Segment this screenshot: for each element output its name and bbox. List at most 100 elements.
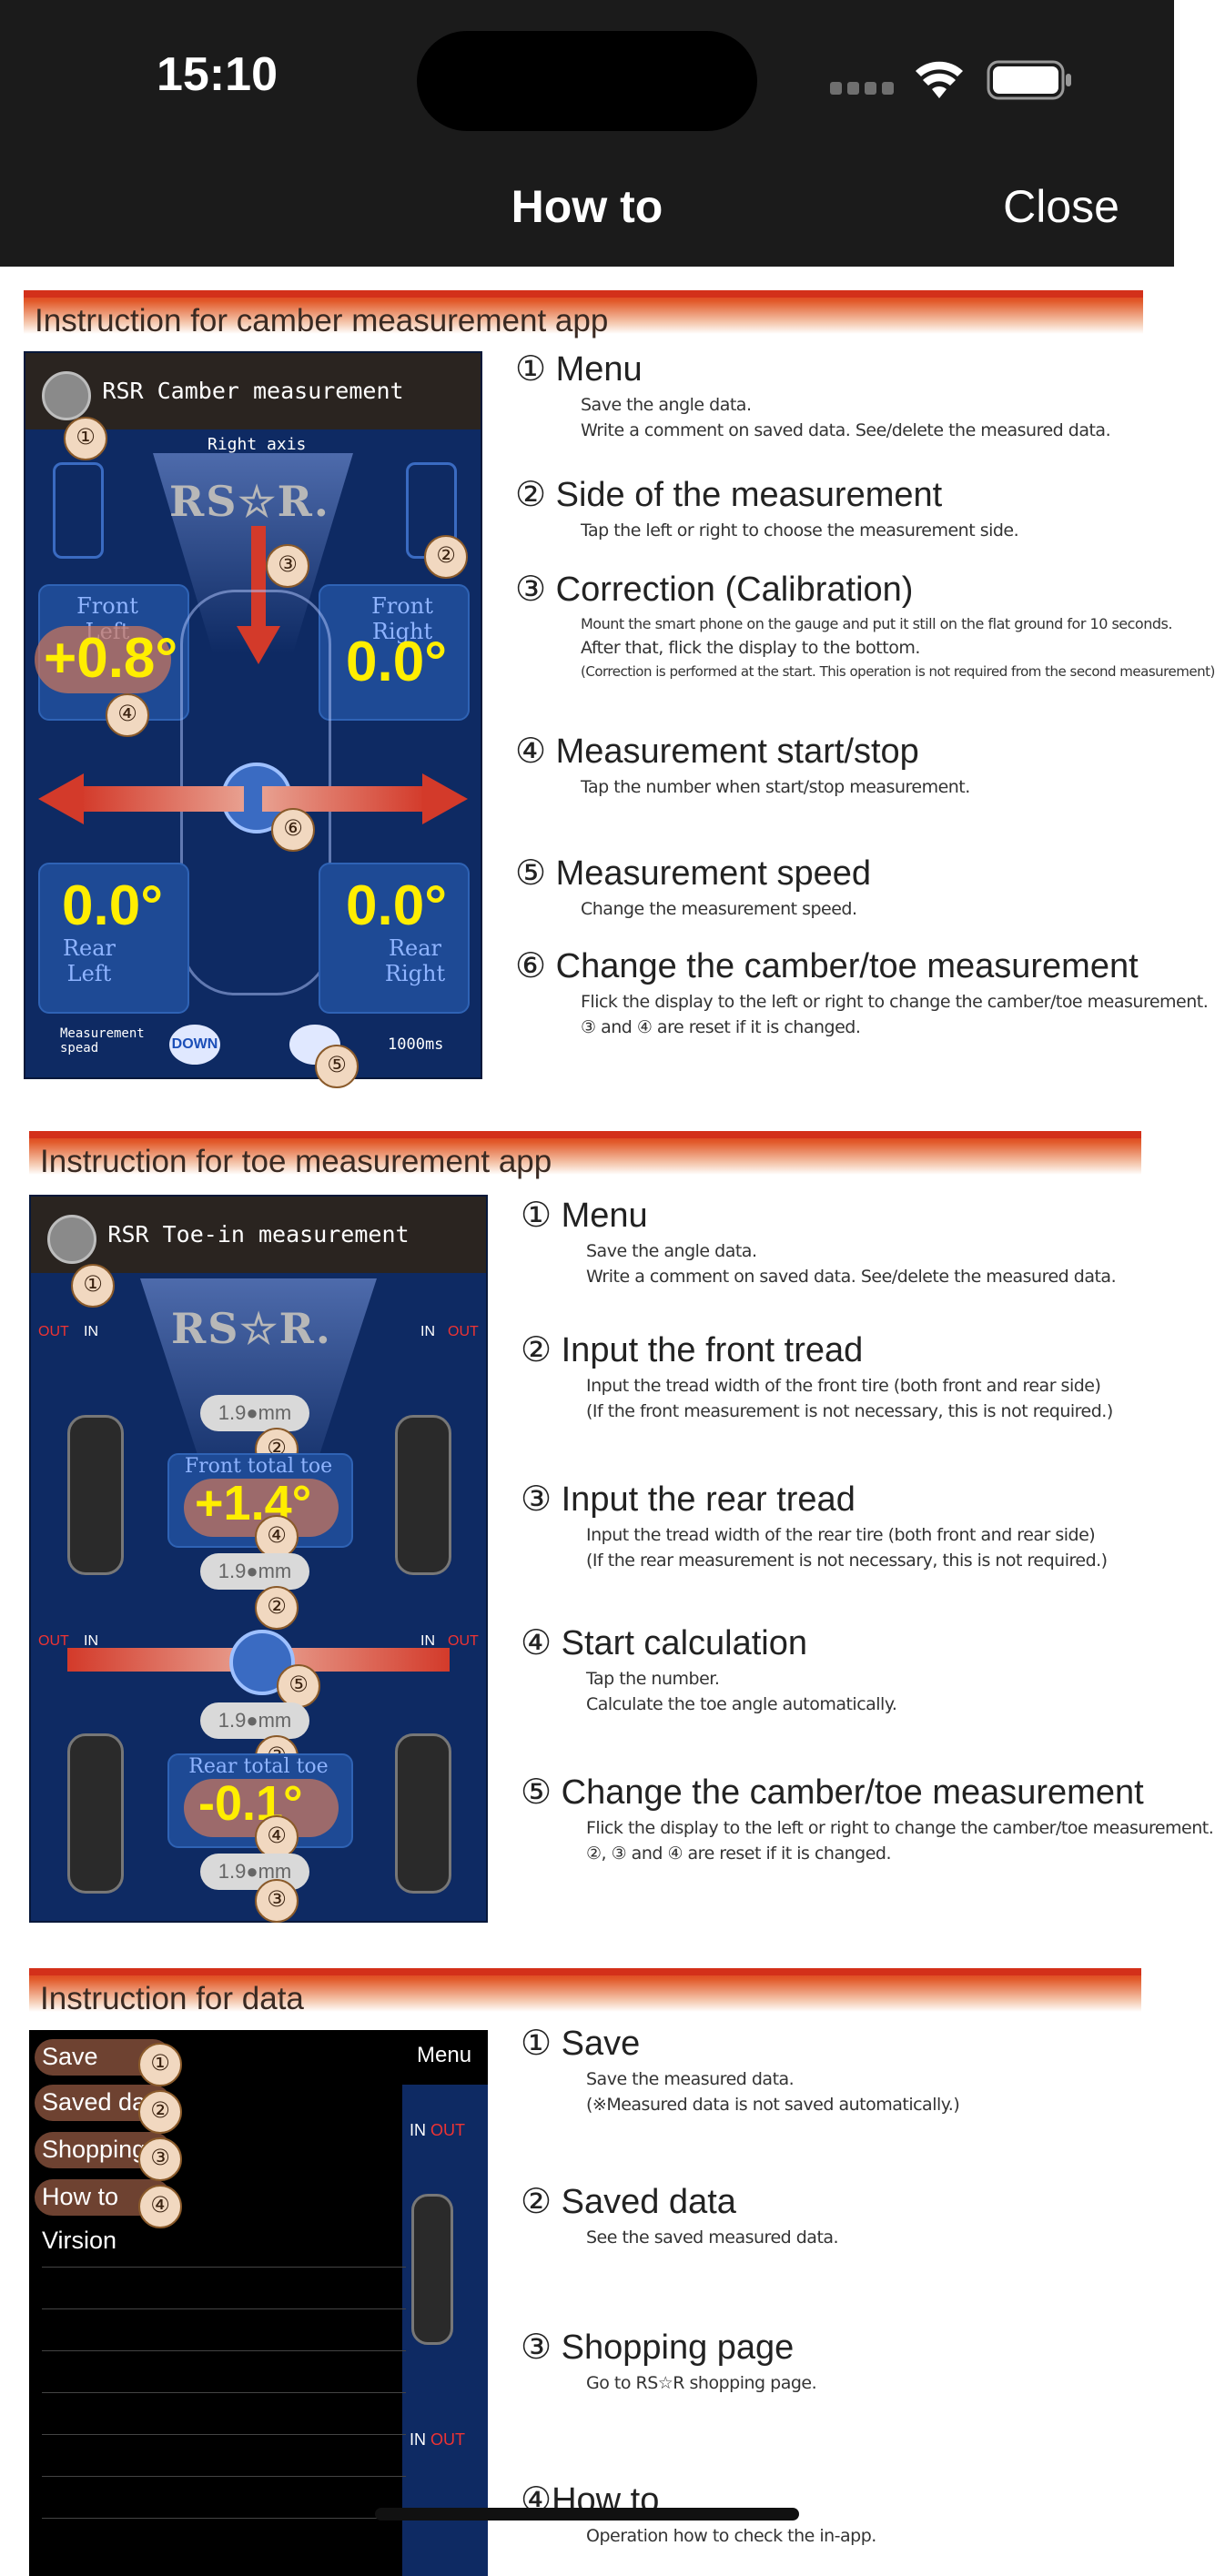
wifi-icon — [916, 61, 963, 98]
menu-item-how-to: How to — [42, 2183, 119, 2210]
data-item-4-line-1: Operation how to check the in-app. — [586, 2526, 876, 2546]
menu-icon — [47, 1215, 96, 1264]
camber-item-1-line-2: Write a comment on saved data. See/delet… — [581, 420, 1111, 440]
callout-4: ④ — [138, 2185, 182, 2228]
right-arrow-head — [422, 773, 468, 824]
camber-section-title: Instruction for camber measurement app — [35, 303, 609, 338]
camber-item-5-line-1: Change the measurement speed. — [581, 899, 857, 919]
right-arrow-red — [262, 786, 426, 812]
toe-item-3: ③ Input the rear tread Input the tread w… — [521, 1479, 1108, 1571]
callout-6: ⑥ — [271, 808, 315, 852]
data-menu-screenshot: Menu IN OUT IN OUT Save Saved data Shopp… — [29, 2030, 488, 2576]
data-item-2-line-1: See the saved measured data. — [586, 2227, 839, 2248]
data-item-3: ③ Shopping page Go to RS☆R shopping page… — [521, 2327, 817, 2393]
in-out-labels-top: IN OUT — [410, 2121, 466, 2139]
camber-item-6-line-2: ③ and ④ are reset if it is changed. — [581, 1017, 861, 1037]
toe-item-3-line-1: Input the tread width of the rear tire (… — [586, 1525, 1096, 1545]
data-section-header: Instruction for data — [29, 1968, 1141, 2016]
callout-5: ⑤ — [315, 1045, 359, 1088]
camber-item-3-line-2: After that, flick the display to the bot… — [581, 638, 920, 658]
rear-left-label: Rear Left — [62, 935, 116, 986]
speed-down-button: DOWN — [169, 1025, 220, 1065]
data-item-1-line-2: (※Measured data is not saved automatical… — [586, 2095, 960, 2115]
home-indicator[interactable] — [375, 2508, 799, 2520]
menu-divider — [42, 2392, 406, 2393]
toe-item-1-title: ① Menu — [521, 1197, 648, 1235]
toe-item-5-line-1: Flick the display to the left or right t… — [586, 1818, 1214, 1838]
camber-item-3: ③ Correction (Calibration) Mount the sma… — [515, 569, 1215, 680]
front-right-box — [319, 584, 470, 721]
camber-item-6: ⑥ Change the camber/toe measurement Flic… — [515, 945, 1209, 1037]
rear-left-in-label: IN — [84, 1633, 98, 1649]
how-to-image-content[interactable]: Instruction for camber measurement app R… — [0, 267, 1215, 2576]
data-item-1: ① Save Save the measured data. (※Measure… — [521, 2023, 960, 2115]
callout-4: ④ — [255, 1515, 299, 1559]
data-item-1-title: ① Save — [521, 2025, 641, 2063]
camber-item-5: ⑤ Measurement speed Change the measureme… — [515, 853, 871, 919]
toe-item-2-line-1: Input the tread width of the front tire … — [586, 1376, 1101, 1396]
camber-item-1-title: ① Menu — [515, 350, 643, 389]
camber-section-header: Instruction for camber measurement app — [24, 290, 1143, 338]
toe-app-screenshot: RSR Toe-in measurement ① RS☆R. OUT IN IN… — [29, 1195, 488, 1923]
data-item-2: ② Saved data See the saved measured data… — [521, 2181, 839, 2248]
camber-item-1-line-1: Save the angle data. — [581, 395, 752, 415]
callout-4: ④ — [255, 1815, 299, 1859]
front-right-value: 0.0° — [346, 631, 447, 693]
callout-3: ③ — [255, 1879, 299, 1923]
toe-item-4-line-2: Calculate the toe angle automatically. — [586, 1694, 897, 1714]
toe-item-2-line-2: (If the front measurement is not necessa… — [586, 1401, 1113, 1421]
data-item-3-line-1: Go to RS☆R shopping page. — [586, 2373, 817, 2393]
toe-section-title: Instruction for toe measurement app — [40, 1144, 552, 1179]
toe-item-1-line-1: Save the angle data. — [586, 1241, 757, 1261]
rear-right-out-label: OUT — [448, 1633, 479, 1649]
toe-screen-title: RSR Toe-in measurement — [31, 1197, 486, 1273]
data-section-title: Instruction for data — [40, 1981, 304, 2016]
menu-divider — [42, 2308, 406, 2309]
toe-item-4-title: ④ Start calculation — [521, 1624, 807, 1662]
callout-3: ③ — [266, 544, 309, 588]
data-item-2-title: ② Saved data — [521, 2183, 736, 2221]
left-side-phone-icon — [53, 462, 104, 559]
toe-item-5: ⑤ Change the camber/toe measurement Flic… — [521, 1772, 1214, 1864]
callout-1: ① — [71, 1264, 115, 1308]
front-total-label: Front total toe — [184, 1455, 333, 1478]
data-item-1-line-1: Save the measured data. — [586, 2069, 795, 2089]
callout-4: ④ — [106, 693, 149, 737]
close-button[interactable]: Close — [1003, 181, 1119, 232]
menu-divider — [42, 2350, 406, 2351]
menu-item-save: Save — [42, 2043, 98, 2070]
callout-5: ⑤ — [277, 1664, 320, 1708]
front-tread-top: 1.9●mm — [200, 1395, 309, 1431]
rear-left-box — [38, 863, 189, 1014]
menu-divider — [42, 2267, 406, 2268]
toe-item-1: ① Menu Save the angle data. Write a comm… — [521, 1195, 1117, 1287]
front-tread-bottom: 1.9●mm — [200, 1553, 309, 1590]
front-right-in-label: IN — [420, 1324, 435, 1339]
front-right-label: Front Right — [371, 593, 433, 644]
rear-right-box — [319, 863, 470, 1014]
toe-item-1-line-2: Write a comment on saved data. See/delet… — [586, 1267, 1117, 1287]
rear-left-out-label: OUT — [38, 1633, 69, 1649]
rear-tread-bottom: 1.9●mm — [200, 1854, 309, 1890]
callout-3: ③ — [138, 2137, 182, 2181]
front-left-value: +0.8° — [44, 627, 178, 690]
callout-2: ② — [424, 535, 468, 579]
menu-divider — [42, 2476, 406, 2477]
data-item-3-title: ③ Shopping page — [521, 2329, 795, 2367]
dynamic-island — [417, 31, 757, 131]
rear-total-label: Rear total toe — [188, 1755, 329, 1778]
front-left-out-label: OUT — [38, 1324, 69, 1339]
left-arrow-red — [80, 786, 244, 812]
status-bar: 15:10 — [0, 0, 1174, 164]
camber-item-6-title: ⑥ Change the camber/toe measurement — [515, 947, 1139, 985]
camber-item-4-line-1: Tap the number when start/stop measureme… — [581, 777, 970, 797]
camber-item-4-title: ④ Measurement start/stop — [515, 732, 919, 771]
page-title: How to — [511, 181, 663, 232]
down-arrow-head — [237, 626, 280, 664]
camber-item-3-title: ③ Correction (Calibration) — [515, 571, 914, 609]
menu-divider — [42, 2518, 406, 2519]
rear-left-tire — [67, 1733, 124, 1894]
rear-right-tire — [395, 1733, 451, 1894]
callout-1: ① — [64, 417, 107, 460]
rsr-logo: RS☆R. — [169, 477, 330, 526]
